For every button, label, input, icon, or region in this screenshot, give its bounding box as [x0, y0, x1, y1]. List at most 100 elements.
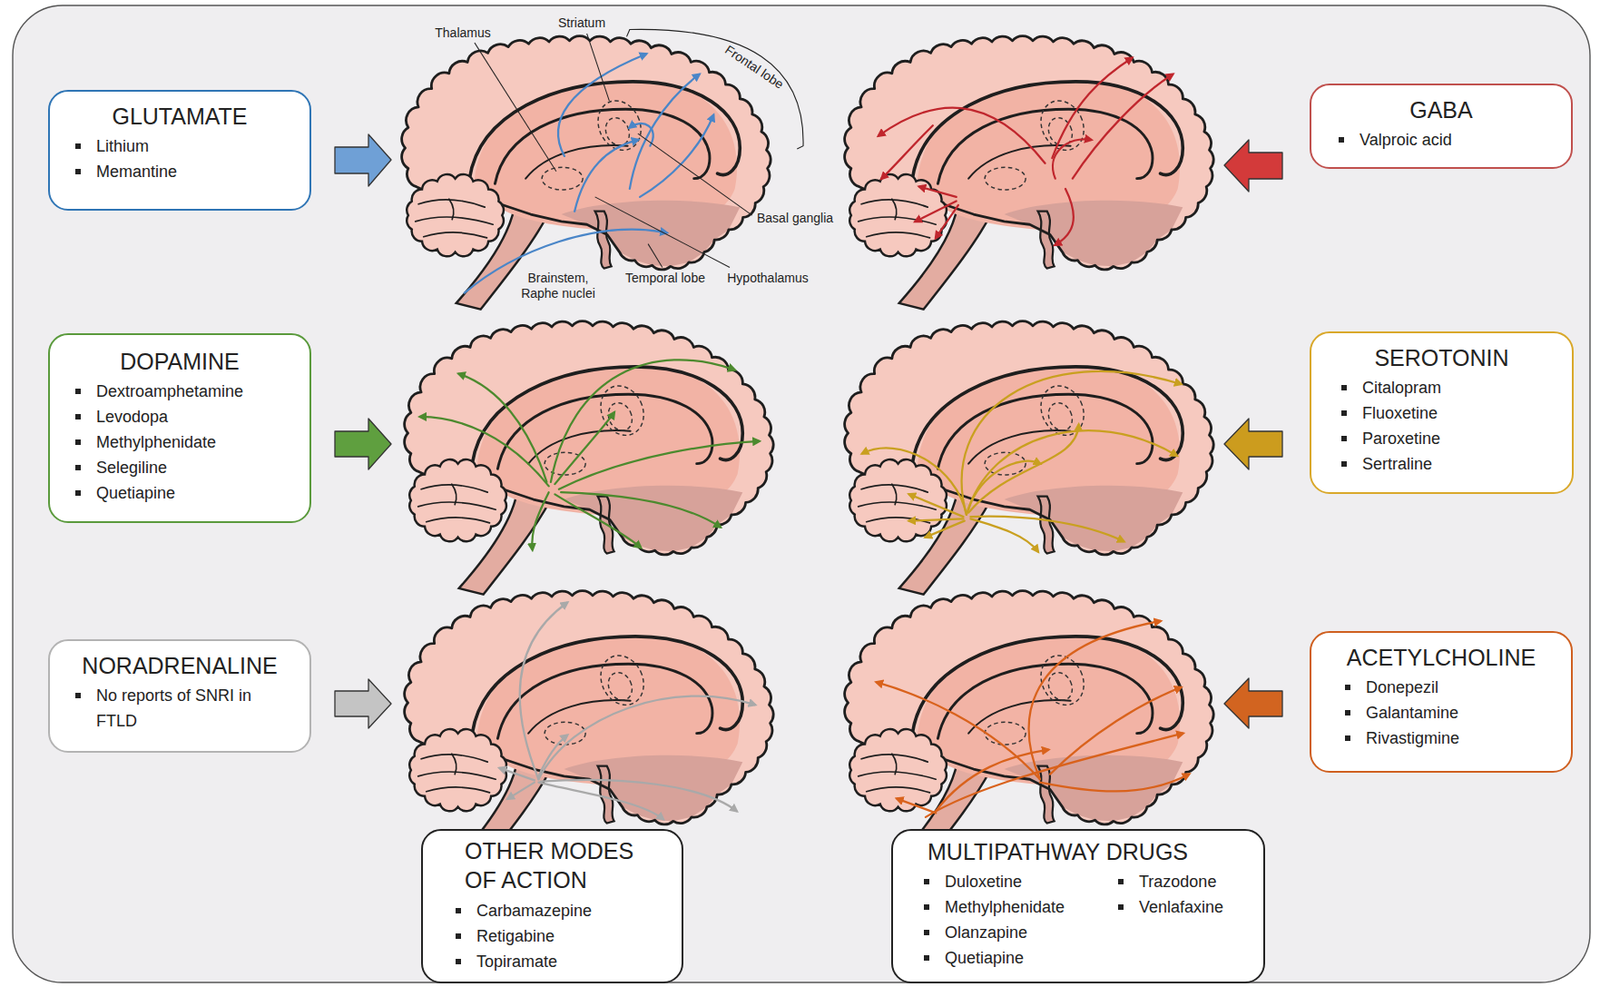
glutamate-brain [402, 29, 804, 309]
noradrenaline-pathway [500, 767, 535, 780]
drug-class-box: SEROTONIN CitalopramFluoxetineParoxetineS… [1309, 331, 1574, 494]
drug-class-box: GABA Valproic acid [1309, 83, 1573, 169]
drug-row: Donepezil [1311, 674, 1571, 700]
leader-line [595, 196, 730, 268]
drug-list: DextroamphetamineLevodopaMethylphenidate… [49, 378, 310, 506]
serotonin-pathway [970, 516, 1124, 541]
drug-name: Retigabine [476, 922, 555, 949]
leader-line [474, 42, 557, 172]
acetylcholine-pathway [896, 798, 936, 814]
bullet-square [1341, 435, 1347, 442]
drug-name: Selegiline [96, 454, 167, 481]
drug-row: Dextroamphetamine [49, 378, 310, 404]
serotonin-pathway [909, 493, 964, 517]
drug-name: Carbamazepine [476, 897, 592, 923]
bullet-square [75, 388, 81, 394]
noradrenaline-pathway [538, 696, 755, 780]
drug-name: Quetiapine [944, 944, 1024, 971]
class-heading: SEROTONIN [1374, 344, 1509, 371]
gaba-pathway [878, 58, 1173, 246]
drug-name: Venlafaxine [1138, 893, 1224, 920]
gaba-pathway [1051, 58, 1132, 158]
drug-class-box: DOPAMINE DextroamphetamineLevodopaMethylp… [48, 333, 312, 523]
class-heading: MULTIPATHWAY DRUGS [927, 838, 1188, 864]
anatomy-label: Brainstem, Raphe nuclei [517, 270, 599, 302]
drug-class-box: NORADRENALINE No reports of SNRI in FTLD [48, 638, 312, 753]
bullet-square [1338, 137, 1345, 143]
class-heading: GABA [1409, 97, 1473, 123]
drug-row: Retigabine [422, 922, 682, 949]
drug-list: DuloxetineMethylphenidateOlanzapineQueti… [893, 868, 1264, 971]
drug-name: Valproic acid [1359, 127, 1453, 153]
gaba-pathway [1072, 74, 1173, 179]
gaba-pathway [882, 125, 933, 178]
bullet-square [1344, 684, 1351, 690]
anatomy-label: Hypothalamus [726, 270, 809, 286]
frontal-lobe-bracket [626, 29, 804, 149]
dopamine-brain [404, 321, 775, 595]
drug-row: Methylphenidate [49, 429, 310, 455]
drug-list: LithiumMemantine [49, 133, 310, 185]
class-heading: DOPAMINE [119, 348, 240, 374]
drug-name: Levodopa [96, 403, 168, 430]
dopamine-pathway [420, 416, 550, 486]
drug-row: Sertraline [1311, 451, 1572, 477]
dopamine-pathway [550, 359, 735, 482]
class-heading: NORADRENALINE [81, 652, 277, 678]
glutamate-pathway [574, 139, 639, 212]
bullet-square [923, 878, 930, 884]
drug-row: Quetiapine [49, 480, 310, 506]
block-arrow [1224, 677, 1283, 728]
noradrenaline-pathway [520, 602, 568, 780]
bullet-square [75, 464, 81, 471]
drug-row: Citalopram [1311, 374, 1572, 401]
drug-row: Rivastigmine [1311, 725, 1571, 751]
acetylcholine-pathway [925, 733, 1183, 817]
anatomy-label: Temporal lobe [625, 270, 706, 286]
dopamine-pathway [459, 373, 548, 482]
block-arrow [334, 678, 392, 728]
drug-name: Trazodone [1138, 868, 1217, 894]
drug-class-box: OTHER MODES OF ACTION CarbamazepineRetiga… [421, 828, 684, 983]
glutamate-pathway [464, 53, 714, 293]
noradrenaline-brain [404, 590, 775, 864]
drug-row: Paroxetine [1311, 425, 1572, 452]
bullet-square [75, 439, 81, 445]
bullet-square [75, 490, 81, 496]
bullet-square [455, 932, 462, 939]
drug-row: Lithium [49, 133, 310, 159]
background-panel [12, 5, 1591, 982]
dopamine-pathway [420, 359, 759, 550]
bullet-square [1118, 878, 1124, 884]
serotonin-pathway [968, 424, 1079, 513]
bullet-square [1344, 709, 1351, 716]
heading-row: OTHER MODES OF ACTION [422, 835, 682, 894]
heading-row: DOPAMINE [49, 347, 310, 375]
drug-name: Duloxetine [944, 868, 1022, 894]
leader-line [647, 244, 663, 268]
drug-name: No reports of SNRI in FTLD [96, 682, 283, 734]
drug-name: Citalopram [1362, 374, 1442, 401]
drug-row: Memantine [49, 158, 310, 185]
dopamine-pathway [554, 412, 614, 484]
drug-name: Donepezil [1365, 674, 1439, 700]
heading-row: GABA [1311, 96, 1571, 124]
gaba-brain [844, 36, 1215, 310]
bullet-square [455, 907, 462, 913]
bullet-square [923, 954, 930, 961]
heading-row: MULTIPATHWAY DRUGS [893, 837, 1264, 865]
serotonin-pathway [862, 371, 1181, 551]
glutamate-brain [402, 36, 772, 310]
bullet-square [1341, 410, 1347, 416]
serotonin-pathway [909, 518, 964, 521]
anatomy-label: Thalamus [434, 25, 491, 41]
drug-row: Topiramate [422, 948, 682, 974]
drug-row: Selegiline [49, 454, 310, 481]
drug-name: Memantine [96, 158, 177, 185]
drug-row: Levodopa [49, 403, 310, 430]
noradrenaline-pathway [538, 735, 567, 776]
drug-row: Fluoxetine [1311, 400, 1572, 426]
acetylcholine-brain [844, 590, 1215, 864]
